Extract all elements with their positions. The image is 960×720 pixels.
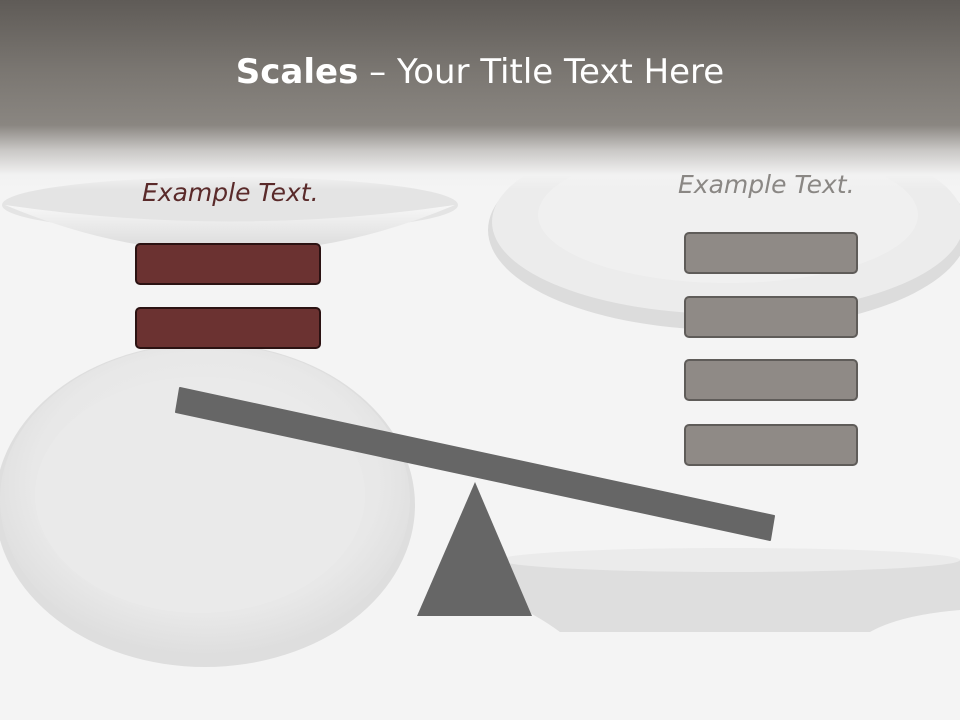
left-weight-box-1[interactable] (135, 243, 321, 285)
left-example-text[interactable]: Example Text. (142, 178, 319, 207)
scale-beam[interactable] (175, 387, 775, 541)
scale-fulcrum[interactable] (417, 482, 532, 616)
left-weight-box-2[interactable] (135, 307, 321, 349)
right-weight-box-4[interactable] (684, 424, 858, 466)
right-example-text[interactable]: Example Text. (678, 170, 855, 199)
right-weight-box-1[interactable] (684, 232, 858, 274)
title-bar (0, 0, 960, 190)
right-weight-box-2[interactable] (684, 296, 858, 338)
title-bold: Scales (235, 52, 359, 92)
plate-lower-right (500, 548, 960, 632)
page-title[interactable]: Scales – Your Title Text Here (0, 52, 960, 92)
right-weight-box-3[interactable] (684, 359, 858, 401)
title-rest: – Your Title Text Here (358, 52, 725, 92)
